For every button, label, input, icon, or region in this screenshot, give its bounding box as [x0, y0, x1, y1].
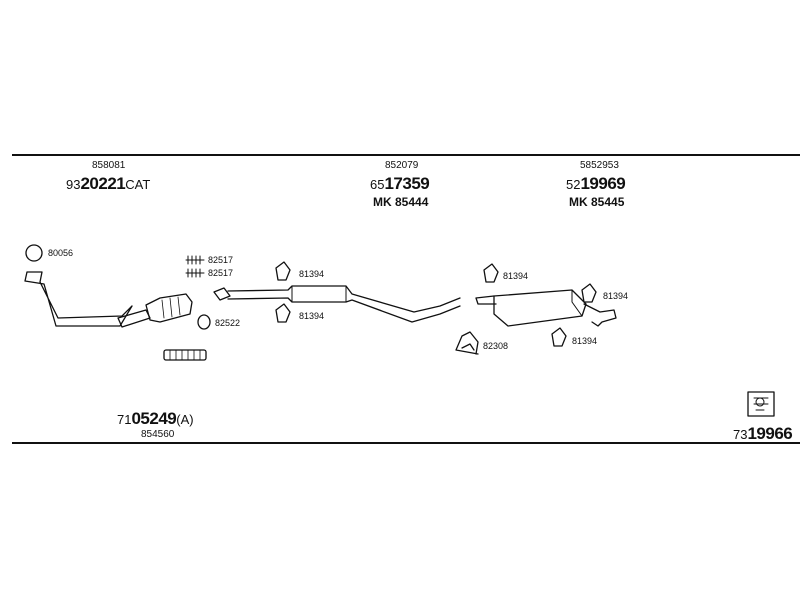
- catalytic-converter-icon: [145, 293, 193, 323]
- gasket-icon: [197, 314, 211, 330]
- fitting-kit-icon: [747, 391, 775, 417]
- bolt-icon-2: [185, 268, 205, 278]
- rear-silencer-mk-code: MK 85445: [569, 195, 625, 209]
- middle-pipe-ref-number: 852079: [385, 160, 419, 171]
- flex-hose-part-main: 05249: [131, 409, 177, 428]
- flex-hose-part-number: 7105249(A): [117, 409, 194, 428]
- front-pipe-ref-number: 858081: [92, 160, 126, 171]
- clamp-icon: [455, 331, 479, 355]
- flex-hose-part-prefix: 71: [117, 412, 132, 427]
- part-label-81394-2: 81394: [299, 311, 325, 321]
- rubber-hanger-icon-5: [551, 327, 567, 347]
- front-pipe-part-prefix: 93: [66, 177, 81, 192]
- flex-hose-part-suffix: (A): [176, 412, 194, 427]
- part-label-82308: 82308: [483, 341, 509, 351]
- middle-pipe-icon: [213, 285, 461, 323]
- middle-pipe-part-prefix: 65: [370, 177, 385, 192]
- rubber-hanger-icon: [275, 261, 291, 281]
- part-label-82522: 82522: [215, 318, 241, 328]
- rear-silencer-ref-number: 5852953: [580, 160, 619, 171]
- top-divider: [12, 154, 800, 156]
- fitting-kit-part-number: 7319966: [733, 424, 793, 443]
- part-label-81394-1: 81394: [299, 269, 325, 279]
- flex-section-icon: [117, 309, 151, 328]
- middle-pipe-part-number: 6517359: [370, 174, 430, 193]
- part-label-81394-5: 81394: [572, 336, 598, 346]
- part-label-82517-upper: 82517: [208, 255, 234, 265]
- fitting-kit-part-main: 19966: [747, 424, 793, 443]
- bolt-icon: [185, 255, 205, 265]
- rear-pipe-icon: [475, 295, 497, 305]
- part-label-81394-3: 81394: [503, 271, 529, 281]
- tail-pipe-icon: [583, 303, 617, 327]
- rear-silencer-part-number: 5219969: [566, 174, 626, 193]
- gasket-ring-icon: [25, 244, 43, 262]
- part-label-82517-lower: 82517: [208, 268, 234, 278]
- front-pipe-part-main: 20221: [80, 174, 126, 193]
- rear-silencer-part-main: 19969: [580, 174, 626, 193]
- middle-pipe-part-main: 17359: [384, 174, 430, 193]
- rubber-hanger-icon-2: [275, 303, 291, 323]
- fitting-kit-part-prefix: 73: [733, 427, 748, 442]
- rubber-hanger-icon-4: [581, 283, 597, 303]
- part-label-81394-4: 81394: [603, 291, 629, 301]
- front-pipe-part-number: 9320221CAT: [66, 174, 151, 193]
- bottom-divider: [12, 442, 800, 444]
- rear-silencer-part-prefix: 52: [566, 177, 581, 192]
- middle-pipe-mk-code: MK 85444: [373, 195, 429, 209]
- flex-hose-ref-number: 854560: [141, 429, 175, 440]
- part-label-80056: 80056: [48, 248, 74, 258]
- front-pipe-part-suffix: CAT: [125, 177, 151, 192]
- flex-hose-icon: [163, 349, 207, 361]
- rubber-hanger-icon-3: [483, 263, 499, 283]
- front-pipe-icon: [24, 271, 133, 327]
